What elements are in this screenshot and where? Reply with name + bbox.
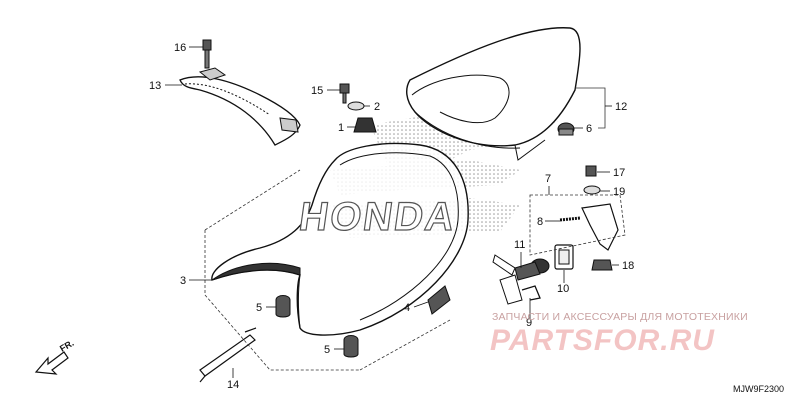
group-bracket-7 [529,194,626,256]
watermark-tagline: ЗАПЧАСТИ И АКСЕССУАРЫ ДЛЯ МОТОТЕХНИКИ [492,311,748,323]
callout-6: 6 [586,123,592,135]
watermark-brand: PARTSFOR.RU [490,324,715,357]
callout-12: 12 [615,101,627,113]
part-16-drawing [202,39,212,69]
callout-5a: 5 [256,302,262,314]
callout-9: 9 [526,317,532,329]
leader-lines [165,46,619,378]
group-bracket-12 [575,87,606,129]
part-6-drawing [557,122,575,136]
part-5-lower-drawing [343,335,359,358]
callout-3: 3 [180,275,186,287]
direction-label: FR. [58,338,76,354]
callout-10: 10 [557,283,569,295]
part-1-drawing [353,117,377,133]
callout-7: 7 [545,173,551,185]
part-8-drawing [559,216,581,222]
part-15-drawing [339,83,350,104]
part-10-drawing [554,244,574,270]
part-17-drawing [585,165,597,177]
callout-13: 13 [149,80,161,92]
rider-seat-drawing [211,142,469,336]
brand-text: HONDA [296,194,459,239]
callout-18: 18 [622,260,634,272]
part-4-drawing [427,285,451,315]
pillion-seat-drawing [406,27,581,161]
part-18-drawing [591,259,613,271]
callout-14: 14 [227,379,239,391]
callout-1: 1 [338,122,344,134]
callout-labels: 1 2 3 4 5 5 6 7 8 9 10 11 12 13 14 15 16… [149,42,634,391]
callout-19: 19 [613,186,625,198]
callout-8: 8 [537,216,543,228]
front-direction-arrow: FR. [34,338,76,375]
callout-17: 17 [613,167,625,179]
diagram-code: MJW9F2300 [733,384,784,394]
part-13-drawing [179,67,301,146]
callout-11: 11 [514,239,525,251]
part-5-upper-drawing [275,295,291,318]
callout-15: 15 [311,85,323,97]
callout-2: 2 [374,101,380,113]
part-7-drawing [581,203,619,251]
part-2-drawing [347,101,365,111]
callout-16: 16 [174,42,186,54]
group-bracket-3 [204,169,451,371]
part-14-drawing [199,327,257,383]
part-9-drawing [521,285,541,301]
part-19-drawing [583,185,601,195]
callout-5b: 5 [324,344,330,356]
callout-4: 4 [404,302,410,314]
